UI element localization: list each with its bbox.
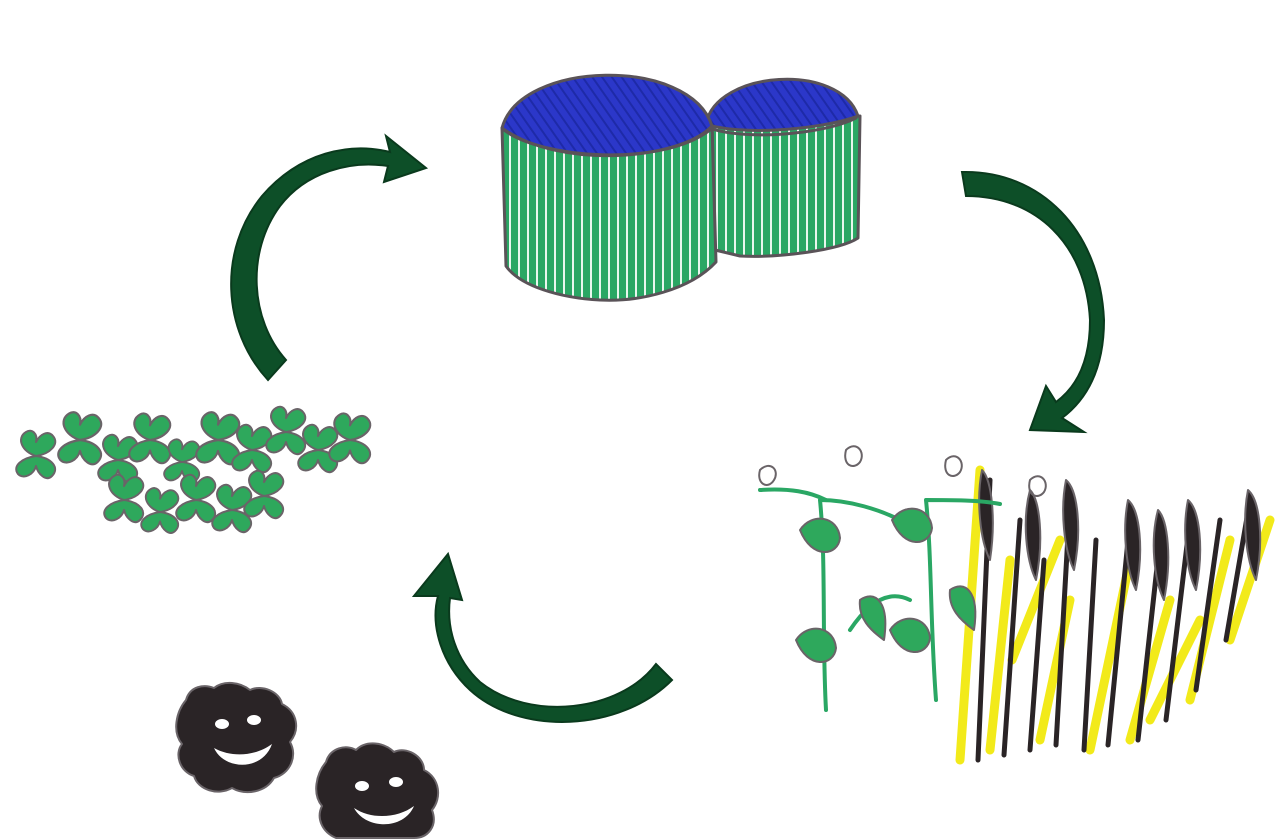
clover-icon — [16, 407, 370, 533]
arrow-biogas-to-crops — [962, 172, 1104, 432]
arrow-crops-to-soil — [414, 554, 672, 722]
happy-soil-clods-icon — [176, 683, 438, 838]
biogas-digester-icon — [502, 75, 860, 300]
arrow-clover-to-biogas — [231, 136, 426, 380]
pea-and-grain-crops-icon — [759, 446, 1270, 760]
